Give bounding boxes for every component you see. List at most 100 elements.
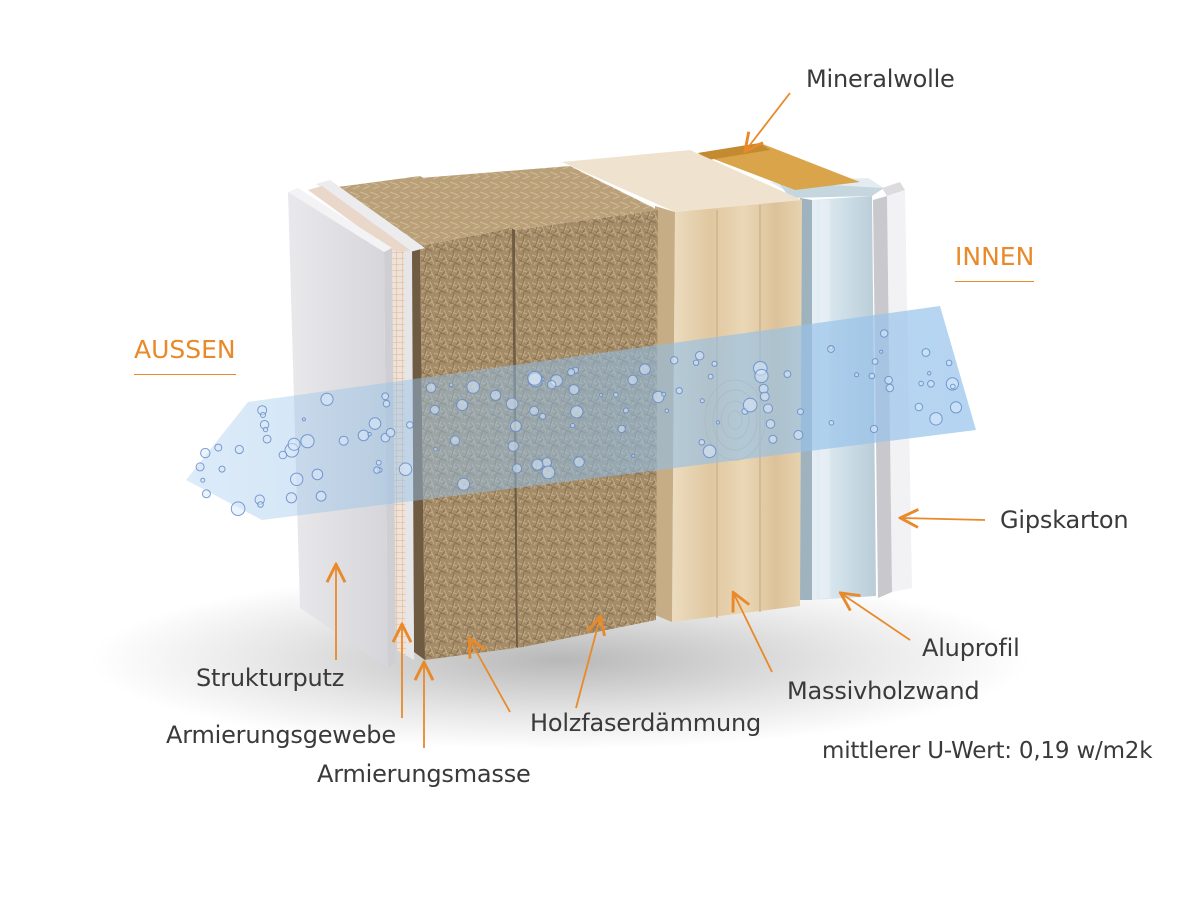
water-drop	[368, 417, 382, 430]
water-drop	[311, 468, 324, 481]
water-drop	[456, 399, 469, 411]
water-drop	[699, 398, 705, 404]
water-drop	[457, 477, 471, 491]
label-armierungsgewebe: Armierungsgewebe	[166, 721, 396, 749]
water-drop	[652, 390, 665, 404]
label-massivholzwand: Massivholzwand	[787, 677, 980, 705]
water-drop	[567, 368, 576, 377]
water-drop	[511, 463, 523, 474]
water-drop	[765, 419, 776, 429]
water-drop	[375, 459, 382, 466]
water-drop	[466, 380, 481, 394]
water-drop	[510, 420, 522, 433]
label-armierungsmasse: Armierungsmasse	[317, 760, 531, 788]
water-drop	[869, 424, 879, 434]
water-drop	[320, 392, 334, 406]
water-drop	[945, 359, 953, 367]
water-drop	[675, 387, 683, 395]
water-drop	[285, 492, 297, 504]
water-drop	[617, 424, 626, 434]
water-drop	[490, 389, 502, 401]
water-drop	[879, 349, 884, 354]
water-drop	[573, 456, 585, 468]
water-drop	[854, 372, 860, 378]
water-drop	[950, 383, 956, 390]
water-drop	[406, 421, 414, 429]
water-drop	[290, 472, 304, 486]
water-drop	[692, 359, 700, 366]
water-drop	[527, 370, 542, 386]
water-drop	[711, 360, 718, 367]
water-drop	[929, 412, 943, 426]
water-drop	[381, 392, 390, 401]
water-drop	[450, 435, 461, 446]
innen-label: INNEN	[955, 242, 1035, 282]
water-drop	[763, 403, 773, 414]
water-drop	[742, 397, 758, 413]
water-drop	[868, 372, 876, 380]
water-drop	[871, 358, 879, 365]
water-drop	[357, 429, 370, 442]
aussen-label: AUSSEN	[134, 335, 236, 375]
water-drop	[230, 501, 246, 517]
water-drop	[529, 405, 540, 416]
water-drop	[568, 384, 580, 396]
water-drop	[531, 458, 544, 471]
water-drop	[200, 447, 211, 459]
water-drop	[385, 427, 396, 438]
water-drop	[793, 430, 804, 440]
water-drop	[914, 402, 924, 412]
water-drop	[541, 465, 556, 480]
water-drop	[885, 383, 894, 393]
water-drop	[201, 489, 211, 499]
arrow-massivholzwand	[734, 594, 773, 673]
water-drop	[661, 391, 667, 397]
water-drop	[301, 417, 306, 422]
water-drop	[664, 408, 670, 414]
water-drop	[783, 370, 792, 379]
water-drop	[195, 462, 205, 472]
water-drop	[382, 399, 391, 408]
water-drop	[921, 348, 931, 357]
water-drops	[195, 329, 963, 517]
water-drop	[884, 375, 893, 385]
water-drop	[278, 450, 288, 460]
water-drop	[338, 435, 349, 446]
water-drop	[425, 382, 437, 394]
water-drop	[702, 444, 717, 459]
water-drop	[505, 397, 519, 411]
water-drop	[707, 373, 714, 380]
water-drop	[828, 420, 835, 426]
water-drop	[827, 345, 835, 353]
water-drop	[398, 462, 413, 476]
water-drop	[627, 374, 638, 386]
water-drop	[598, 393, 604, 398]
arrow-gipskarton	[902, 518, 986, 520]
water-drop	[570, 405, 584, 419]
water-drop	[570, 422, 576, 429]
water-drop	[373, 466, 381, 474]
water-drop	[429, 404, 440, 415]
water-drop	[949, 401, 963, 414]
water-drop	[214, 443, 223, 452]
label-strukturputz: Strukturputz	[196, 664, 345, 692]
water-drop	[927, 371, 932, 376]
water-drop	[695, 351, 705, 361]
arrow-mineralwolle	[746, 92, 791, 150]
water-drop	[613, 392, 619, 398]
water-drop	[754, 368, 769, 384]
water-drop	[698, 439, 706, 446]
water-drop	[287, 437, 301, 451]
label-aluprofil: Aluprofil	[922, 634, 1020, 662]
arrow-holzfaser-2	[575, 618, 600, 709]
water-drop	[639, 363, 651, 376]
label-holzfaserdaemmung: Holzfaserdämmung	[530, 709, 762, 737]
water-drop	[315, 490, 327, 502]
arrow-aluprofil	[842, 594, 911, 641]
leader-arrows	[336, 92, 986, 748]
water-drop	[880, 329, 889, 338]
u-value-label: mittlerer U-Wert: 0,19 w/m2k	[822, 738, 1153, 764]
water-drop	[300, 434, 315, 449]
water-drop	[260, 412, 266, 418]
